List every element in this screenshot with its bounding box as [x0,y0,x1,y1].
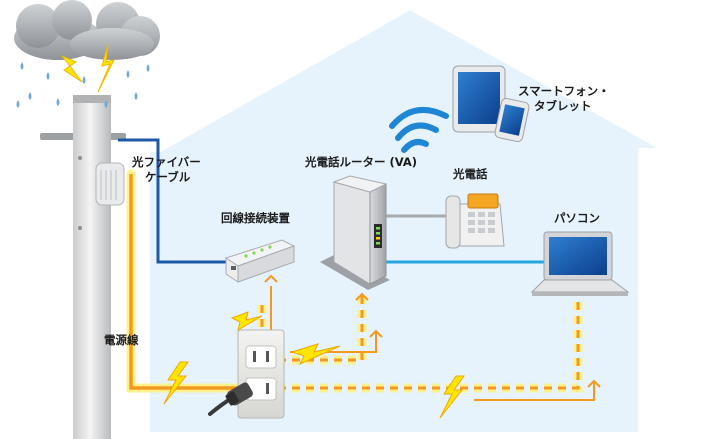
pc-label: パソコン [554,211,600,225]
fiber-cable-label: 光ファイバー [131,155,201,169]
laptop-icon [530,231,630,296]
transformer-icon [95,162,125,206]
tablet-icon [452,65,506,133]
lightning-icon [61,43,115,93]
line-terminal-label: 回線接続装置 [221,211,290,225]
smartphone-label: スマートフォン・ [518,84,610,98]
wifi-icon [389,107,449,153]
rain-icon [16,62,150,108]
power-line-label: 電源線 [104,333,139,347]
phone-label: 光電話 [452,167,488,181]
wall-outlet-icon [237,329,285,419]
onu-device-icon [224,239,296,283]
fiber-cable-label-2: ケーブル [145,170,191,184]
router-label: 光電話ルーター (VA) [304,155,417,169]
cloud-icon [14,0,160,60]
power-plug-icon [208,382,253,416]
utility-pole-icon [40,95,126,439]
house-outline [146,5,673,436]
smartphone-label-2: タブレット [534,99,592,113]
fiber-cable-line [118,138,230,264]
telephone-icon [445,193,505,249]
surge-lightning-icon [163,311,465,419]
router-icon [320,175,390,290]
smartphone-icon [494,97,530,143]
